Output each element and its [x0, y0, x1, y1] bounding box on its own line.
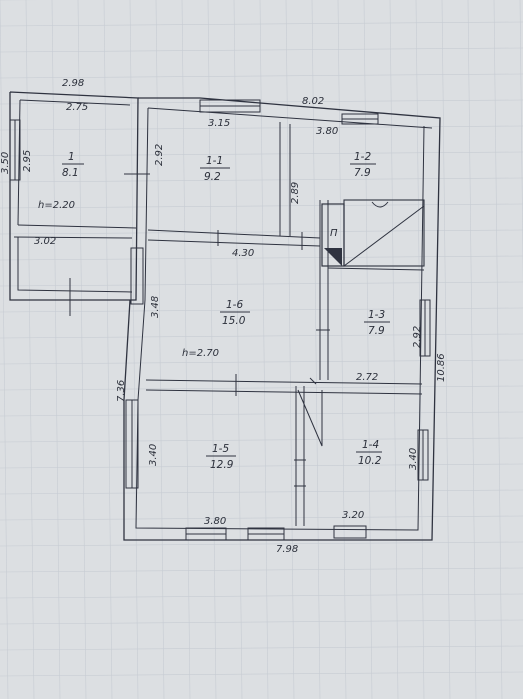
grid-line-vertical: [0, 0, 9, 699]
dim-right-height: 10.86: [436, 353, 447, 382]
room-1-area: 8.1: [62, 167, 79, 179]
room-1-5-height: 3.40: [148, 444, 159, 466]
room-1-ceiling: h=2.20: [38, 200, 75, 211]
grid-line-vertical: [77, 0, 87, 699]
room-1-4-width: 3.20: [342, 510, 364, 521]
grid-line-vertical: [519, 0, 523, 289]
room-1-2-width: 3.80: [316, 126, 338, 137]
grid-line-horizontal: [0, 671, 523, 677]
grid-line-vertical: [441, 0, 451, 699]
room-1-height: 2.95: [22, 150, 33, 172]
room-1-5-id: 1-5: [212, 443, 229, 455]
room-1-4-area: 10.2: [358, 455, 382, 467]
grid-line-vertical: [233, 0, 243, 699]
room-1-5-area: 12.9: [210, 459, 234, 471]
room-1-1-width: 3.15: [208, 118, 230, 129]
grid-line-horizontal: [0, 125, 523, 131]
room-1-3-id: 1-3: [368, 309, 385, 321]
room-1-width: 2.75: [66, 102, 88, 113]
grid-line-horizontal: [0, 645, 523, 651]
room-1-4-height: 3.40: [408, 448, 419, 470]
grid-line-vertical: [51, 0, 61, 699]
room-1-id: 1: [68, 151, 75, 163]
stair: [297, 389, 323, 447]
dim-bottom-width: 7.98: [276, 544, 298, 555]
room-1-1-area: 9.2: [204, 171, 221, 183]
room-1: 2.75 2.95 1 8.1 h=2.20: [22, 102, 88, 211]
doors: [69, 173, 330, 487]
grid-line-horizontal: [0, 203, 523, 209]
grid-line-vertical: [129, 0, 139, 699]
grid-line-vertical: [493, 0, 503, 699]
dim-porch-width: 3.02: [34, 236, 56, 247]
grid-line-vertical: [207, 0, 217, 699]
grid-line-vertical: [337, 0, 347, 699]
grid-line-horizontal: [0, 515, 523, 521]
room-1-6-area: 15.0: [222, 315, 246, 327]
grid-line-horizontal: [0, 151, 523, 157]
room-1-4: 1-4 10.2 3.40 3.20: [342, 439, 419, 521]
grid-line-horizontal: [0, 463, 523, 469]
room-1-6-height: 3.48: [150, 296, 161, 318]
outer-dimensions: 2.98 8.02 3.50 7.36 10.86 7.98 3.02: [0, 78, 447, 555]
grid-line-vertical: [285, 0, 295, 699]
room-1-6-width: 4.30: [232, 248, 254, 259]
dim-top-left-width: 2.98: [62, 78, 84, 89]
room-1-6-id: 1-6: [226, 299, 243, 311]
room-1-3-area: 7.9: [368, 325, 385, 337]
room-1-1-id: 1-1: [206, 155, 223, 167]
room-1-6: 4.30 3.48 1-6 15.0 h=2.70: [150, 248, 254, 359]
grid-line-vertical: [467, 0, 477, 699]
room-1-6-ceiling: h=2.70: [182, 348, 219, 359]
grid-line-vertical: [103, 0, 113, 699]
grid-line-vertical: [181, 0, 191, 699]
room-1-2: 3.80 2.89 1-2 7.9: [290, 126, 376, 204]
walls: [9, 91, 441, 541]
dim-top-right-width: 8.02: [302, 96, 324, 107]
room-1-3-width: 2.72: [356, 372, 378, 383]
grid-line-horizontal: [0, 541, 523, 547]
grid-line-horizontal: [0, 619, 523, 625]
room-1-4-id: 1-4: [362, 439, 379, 451]
grid-line-horizontal: [0, 567, 523, 573]
dim-left-height: 3.50: [0, 152, 11, 174]
grid-line-horizontal: [0, 21, 523, 27]
room-1-5: 3.40 1-5 12.9 3.80: [148, 443, 236, 527]
room-1-1: 3.15 2.92 1-1 9.2: [154, 118, 230, 183]
kitchen-unit: [343, 199, 425, 267]
room-1-3-height: 2.92: [412, 326, 423, 348]
grid-line-vertical: [259, 0, 269, 699]
grid-line-horizontal: [0, 489, 523, 495]
grid-line-horizontal: [0, 47, 523, 53]
grid-line-horizontal: [0, 385, 523, 391]
room-1-5-width: 3.80: [204, 516, 226, 527]
grid-line-vertical: [155, 0, 165, 699]
room-1-3: 1-3 7.9 2.92 2.72: [356, 309, 423, 383]
grid-line-horizontal: [0, 281, 523, 287]
grid-line-vertical: [25, 0, 35, 699]
grid-line-horizontal: [0, 437, 523, 443]
grid-line-horizontal: [0, 177, 523, 183]
grid-line-horizontal: [0, 255, 523, 261]
grid-line-horizontal: [0, 229, 523, 235]
grid-line-vertical: [389, 0, 399, 699]
grid-line-horizontal: [0, 411, 523, 417]
grid-line-horizontal: [0, 593, 523, 599]
windows: [9, 99, 431, 541]
stove-label: П: [330, 228, 338, 239]
grid-line-vertical: [363, 0, 373, 699]
room-1-2-height: 2.89: [290, 182, 301, 204]
grid-line-vertical: [311, 0, 321, 699]
dim-left-lower-height: 7.36: [116, 380, 127, 402]
room-1-2-id: 1-2: [354, 151, 371, 163]
room-1-1-height: 2.92: [154, 144, 165, 166]
grid-line-horizontal: [0, 73, 523, 79]
room-1-2-area: 7.9: [354, 167, 371, 179]
